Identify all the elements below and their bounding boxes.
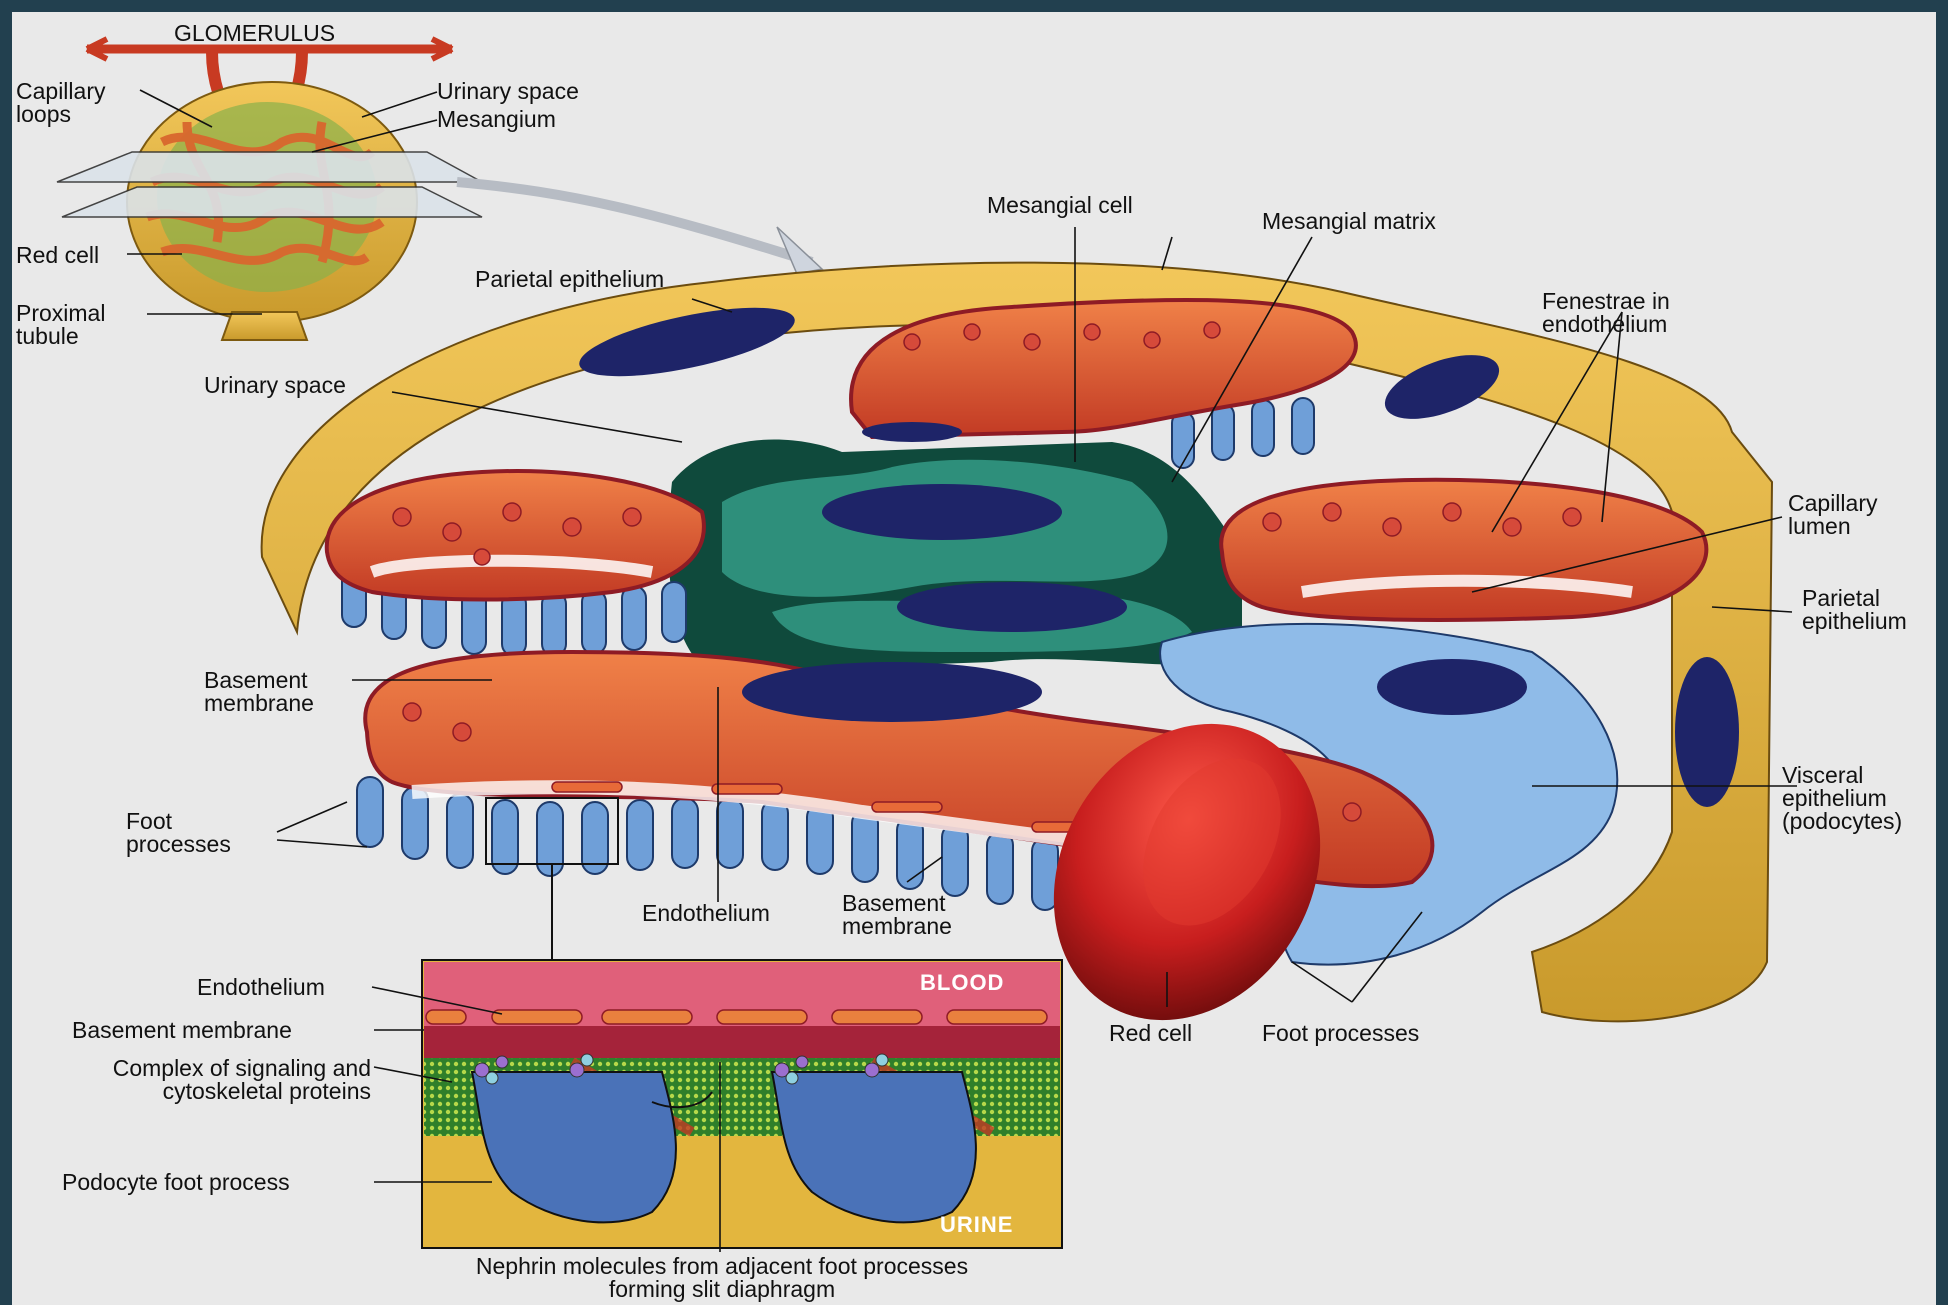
label-proximal-tubule: Proximal tubule: [16, 302, 146, 348]
label-urinary-space-main: Urinary space: [204, 374, 346, 397]
label-endothelium-main: Endothelium: [642, 902, 770, 925]
podocyte-nucleus: [1377, 659, 1527, 715]
label-inset-basement-membrane: Basement membrane: [72, 1019, 292, 1042]
label-visceral-epithelium: Visceral epithelium (podocytes): [1782, 764, 1932, 833]
label-capillary-lumen: Capillary lumen: [1788, 492, 1918, 538]
label-foot-processes-left: Foot processes: [126, 810, 276, 856]
label-parietal-epithelium-right: Parietal epithelium: [1802, 587, 1932, 633]
label-parietal-epithelium-top: Parietal epithelium: [475, 268, 664, 291]
label-urinary-space-top: Urinary space: [437, 80, 579, 103]
label-mesangium: Mesangium: [437, 108, 556, 131]
label-urine: URINE: [940, 1212, 1013, 1238]
label-mesangial-cell: Mesangial cell: [987, 194, 1133, 217]
label-capillary-loops: Capillary loops: [16, 80, 141, 126]
slit-diaphragm-inset: [422, 960, 1062, 1248]
label-foot-processes-bottom: Foot processes: [1262, 1022, 1419, 1045]
mesangium-region: [668, 440, 1242, 672]
label-mesangial-matrix: Mesangial matrix: [1262, 210, 1436, 233]
label-glomerulus: GLOMERULUS: [174, 22, 335, 45]
label-basement-membrane-left: Basement membrane: [204, 669, 374, 715]
label-basement-membrane-bottom: Basement membrane: [842, 892, 992, 938]
label-red-cell-top: Red cell: [16, 244, 99, 267]
label-nephrin: Nephrin molecules from adjacent foot pro…: [462, 1255, 982, 1301]
label-inset-complex: Complex of signaling and cytoskeletal pr…: [26, 1057, 371, 1103]
diagram-canvas: GLOMERULUS Capillary loops Urinary space…: [12, 12, 1936, 1305]
label-blood: BLOOD: [920, 970, 1004, 996]
label-fenestrae: Fenestrae in endothelium: [1542, 290, 1742, 336]
label-red-cell-bottom: Red cell: [1109, 1022, 1192, 1045]
label-inset-podocyte: Podocyte foot process: [62, 1171, 290, 1194]
glomerulus-illustration: [12, 12, 1936, 1305]
label-inset-endothelium: Endothelium: [197, 976, 325, 999]
